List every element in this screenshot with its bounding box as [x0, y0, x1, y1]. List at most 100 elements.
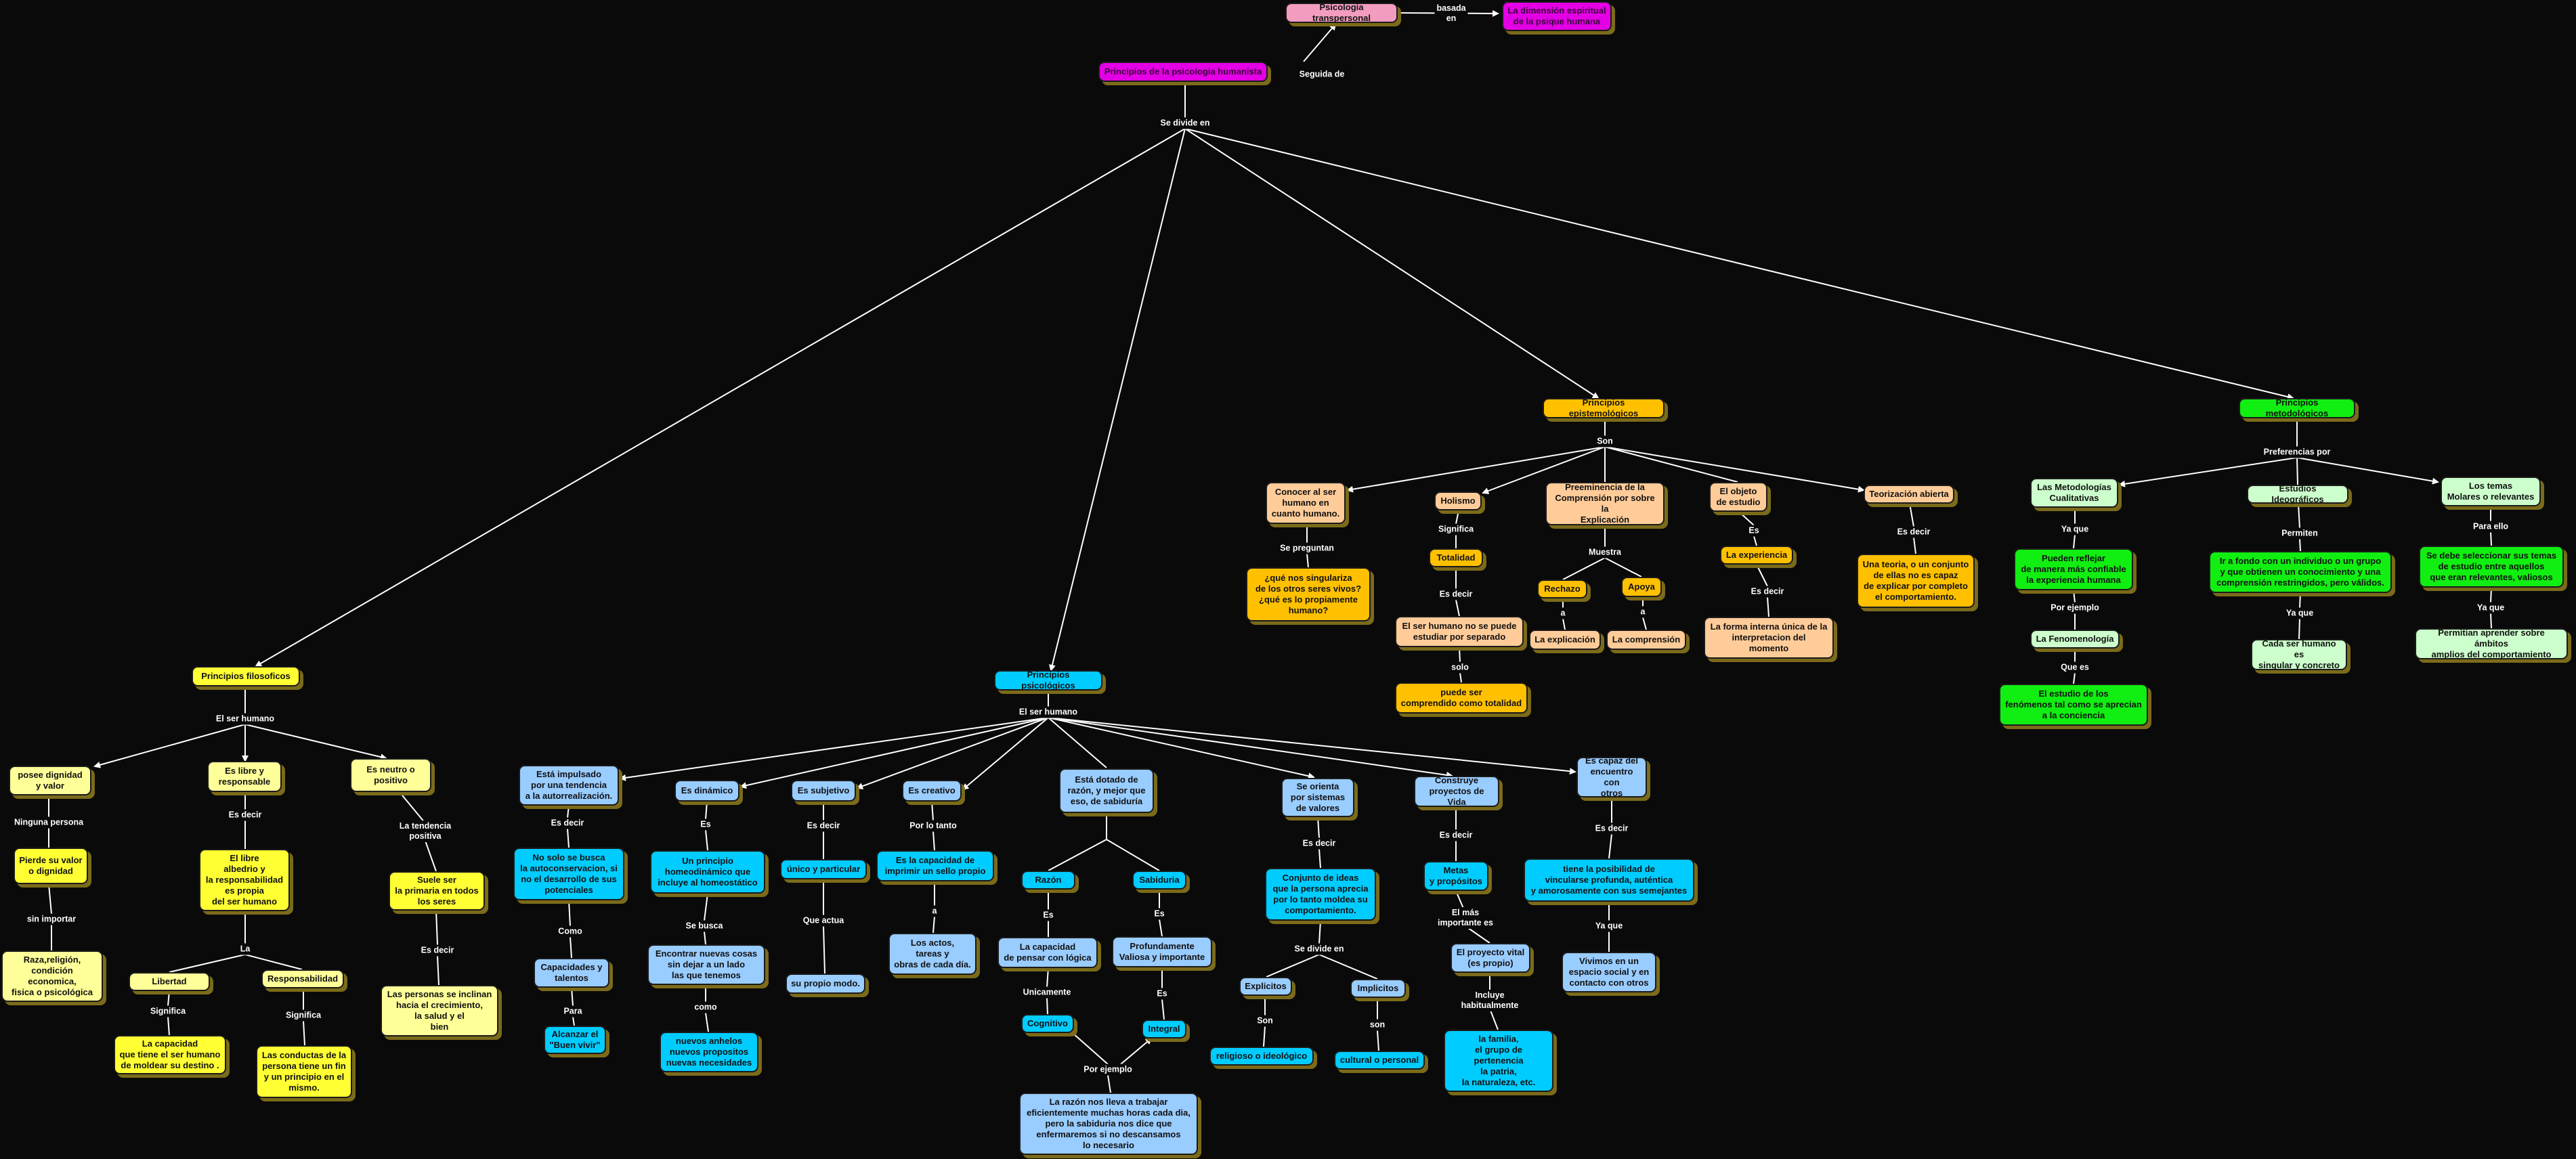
connector-line: [704, 931, 706, 945]
node-proyecto-vital[interactable]: El proyecto vital (es propio): [1451, 943, 1530, 973]
node-principios-epistemologicos[interactable]: Principios epistemológicos: [1543, 397, 1665, 418]
node-capacidades-talentos[interactable]: Capacidades y talentos: [534, 958, 609, 988]
label-es-1: Es: [698, 818, 713, 831]
node-estudios-ideograficos[interactable]: Estudios Ideográficos: [2247, 483, 2348, 504]
node-principios-filosoficos[interactable]: Principios filosoficos: [192, 666, 300, 686]
node-principios-humanista[interactable]: Principios de la psicologia humanista: [1098, 62, 1268, 82]
label-ya-que-2: Ya que: [2059, 523, 2091, 535]
connector-line: [167, 1016, 170, 1036]
connector-line: [1756, 564, 1768, 587]
node-impulsado[interactable]: Está impulsado por una tendencia a la au…: [519, 765, 619, 806]
node-principios-metodologicos[interactable]: Principios metodológicos: [2239, 397, 2355, 418]
node-explicitos[interactable]: Explicitos: [1239, 977, 1292, 996]
node-preeminencia[interactable]: Preeminencia de la Comprensión por sobre…: [1545, 482, 1665, 525]
node-libre-responsable[interactable]: Es libre y responsable: [207, 761, 282, 792]
node-nuevos-anhelos[interactable]: nuevos anhelos nuevos propositos nuevas …: [660, 1032, 758, 1072]
connector-line: [1048, 717, 1315, 780]
node-dimension-espiritual[interactable]: La dimensión espiritual de la psique hum…: [1502, 1, 1612, 31]
node-la-experiencia[interactable]: La experiencia: [1720, 546, 1793, 565]
node-dotado-razon[interactable]: Está dotado de razón, y mejor que eso, d…: [1059, 768, 1154, 813]
node-creativo[interactable]: Es creativo: [902, 780, 962, 802]
node-subjetivo[interactable]: Es subjetivo: [791, 780, 856, 802]
node-psicologia-transpersonal[interactable]: Psicologia transpersonal: [1285, 2, 1398, 23]
node-holismo[interactable]: Holismo: [1434, 491, 1482, 510]
connector-line: [570, 936, 572, 959]
node-capacidad-moldear[interactable]: La capacidad que tiene el ser humano de …: [114, 1035, 226, 1074]
node-dinamico[interactable]: Es dinámico: [674, 780, 739, 802]
node-buen-vivir[interactable]: Alcanzar el "Buen vivir": [544, 1026, 606, 1054]
node-suele-ser[interactable]: Suele ser la primaria en todos los seres: [389, 871, 485, 911]
node-la-explicacion[interactable]: La explicación: [1529, 630, 1601, 650]
node-preguntas-singularidad[interactable]: ¿qué nos singulariza de los otros seres …: [1246, 567, 1371, 621]
node-raza-religion[interactable]: Raza,religión, condición economica, fisi…: [1, 950, 103, 1002]
node-religioso[interactable]: religioso o ideológico: [1209, 1047, 1314, 1066]
node-principios-psicologicos[interactable]: Principios psicológicos: [994, 670, 1102, 691]
node-comprendido-totalidad[interactable]: puede ser comprendido como totalidad: [1395, 682, 1528, 714]
node-forma-interna[interactable]: La forma interna única de la interpretac…: [1704, 617, 1834, 659]
node-conductas-fin[interactable]: Las conductas de la persona tiene un fin…: [256, 1045, 352, 1098]
node-teoria-conjunto[interactable]: Una teoria, o un conjunto de ellas no es…: [1857, 554, 1975, 608]
node-totalidad[interactable]: Totalidad: [1429, 548, 1483, 567]
node-apoya[interactable]: Apoya: [1621, 577, 1662, 597]
connector-line: [739, 717, 1049, 789]
node-propio-modo[interactable]: su propio modo.: [786, 974, 865, 994]
node-orienta-valores[interactable]: Se orienta por sistemas de valores: [1281, 778, 1354, 817]
node-temas-molares[interactable]: Los temas Molares o relevantes: [2441, 477, 2541, 506]
connector-line: [1753, 535, 1757, 546]
node-razon-trabajar[interactable]: La razón nos lleva a trabajar eficientem…: [1019, 1093, 1198, 1155]
node-reflejar-experiencia[interactable]: Pueden reflejar de manera más confiable …: [2014, 548, 2133, 590]
node-seleccionar-temas[interactable]: Se debe seleccionar sus temas de estudio…: [2419, 546, 2564, 588]
node-implicitos[interactable]: Implicitos: [1350, 979, 1406, 998]
node-no-se-puede[interactable]: El ser humano no se puede estudiar por s…: [1395, 616, 1524, 647]
node-metas[interactable]: Metas y propósitos: [1423, 861, 1488, 891]
node-no-solo[interactable]: No solo se busca la autoconservacion, si…: [513, 848, 624, 900]
node-familia[interactable]: la familia, el grupo de pertenencia la p…: [1444, 1030, 1553, 1092]
node-libertad[interactable]: Libertad: [129, 972, 210, 991]
node-cada-ser[interactable]: Cada ser humano es singular y concreto: [2251, 638, 2347, 670]
label-como-2: como: [692, 1001, 719, 1013]
node-posibilidad-vincularse[interactable]: tiene la posibilidad de vincularse profu…: [1524, 858, 1694, 902]
connector-line: [705, 1012, 709, 1032]
node-conocer-ser[interactable]: Conocer al ser humano en cuanto humano.: [1266, 482, 1346, 524]
node-neutro-positivo[interactable]: Es neutro o positivo: [350, 758, 431, 792]
node-met-cualitativas[interactable]: Las Metodologías Cualitativas: [2030, 478, 2118, 508]
node-personas-inclinan[interactable]: Las personas se inclinan hacia el crecim…: [381, 985, 498, 1036]
node-homeodinamico[interactable]: Un principio homeodinámico que incluye a…: [650, 850, 765, 894]
node-posee-dignidad[interactable]: posee dignidad y valor: [9, 766, 91, 795]
node-objeto-estudio[interactable]: El objeto de estudio: [1709, 482, 1767, 512]
node-razon[interactable]: Razón: [1021, 871, 1075, 890]
node-integral[interactable]: Integral: [1142, 1020, 1186, 1038]
label-son-2: son: [1367, 1019, 1388, 1031]
node-construye-proyectos[interactable]: Construye proyectos de Vida: [1414, 775, 1499, 807]
label-el-mas-importante: El más importante es: [1436, 907, 1495, 929]
node-capaz-encuentro[interactable]: Es capaz del encuentro con otros: [1576, 756, 1647, 798]
node-responsabilidad[interactable]: Responsabilidad: [261, 969, 344, 988]
connector-line: [1459, 672, 1462, 683]
node-cognitivo[interactable]: Cognitivo: [1021, 1014, 1074, 1033]
connector-line: [2298, 503, 2300, 529]
node-profundamente[interactable]: Profundamente Valiosa y importante: [1112, 936, 1212, 967]
node-capacidad-pensar[interactable]: La capacidad de pensar con lógica: [997, 937, 1098, 968]
node-teorizacion[interactable]: Teorización abierta: [1864, 485, 1954, 504]
node-permitian-aprender[interactable]: Permitian aprender sobre ámbitos amplios…: [2415, 628, 2568, 659]
connector-line: [1318, 848, 1321, 869]
node-sabiduria[interactable]: Sabiduria: [1132, 871, 1186, 890]
node-cultural[interactable]: cultural o personal: [1334, 1051, 1425, 1070]
node-pierde-valor[interactable]: Pierde su valor o dignidad: [14, 848, 88, 884]
label-ya-que-4: Ya que: [2474, 602, 2507, 614]
label-por-ejemplo-1: Por ejemplo: [1081, 1064, 1134, 1076]
connector-line: [1482, 446, 1606, 494]
node-fenomenologia[interactable]: La Fenomenología: [2030, 630, 2120, 649]
node-libre-albedrio[interactable]: El libre albedrio y la responsabilidad e…: [199, 849, 290, 911]
label-unicamente: Unicamente: [1021, 986, 1073, 999]
node-encontrar-cosas[interactable]: Encontrar nuevas cosas sin dejar a un la…: [647, 944, 765, 985]
node-actos-tareas[interactable]: Los actos, tareas y obras de cada día.: [888, 933, 976, 975]
node-vivimos-espacio[interactable]: Vivimos en un espacio social y en contac…: [1562, 952, 1656, 992]
node-estudio-fenomenos[interactable]: El estudio de los fenómenos tal como se …: [1999, 684, 2148, 726]
node-conjunto-ideas[interactable]: Conjunto de ideas que la persona aprecia…: [1265, 868, 1376, 921]
node-capacidad-sello[interactable]: Es la capacidad de imprimir un sello pro…: [876, 850, 994, 881]
node-ir-a-fondo[interactable]: Ir a fondo con un individuo o un grupo y…: [2209, 551, 2392, 593]
node-la-comprension[interactable]: La comprensión: [1606, 630, 1686, 650]
node-rechazo[interactable]: Rechazo: [1537, 580, 1587, 598]
node-unico-particular[interactable]: único y particular: [780, 859, 867, 879]
